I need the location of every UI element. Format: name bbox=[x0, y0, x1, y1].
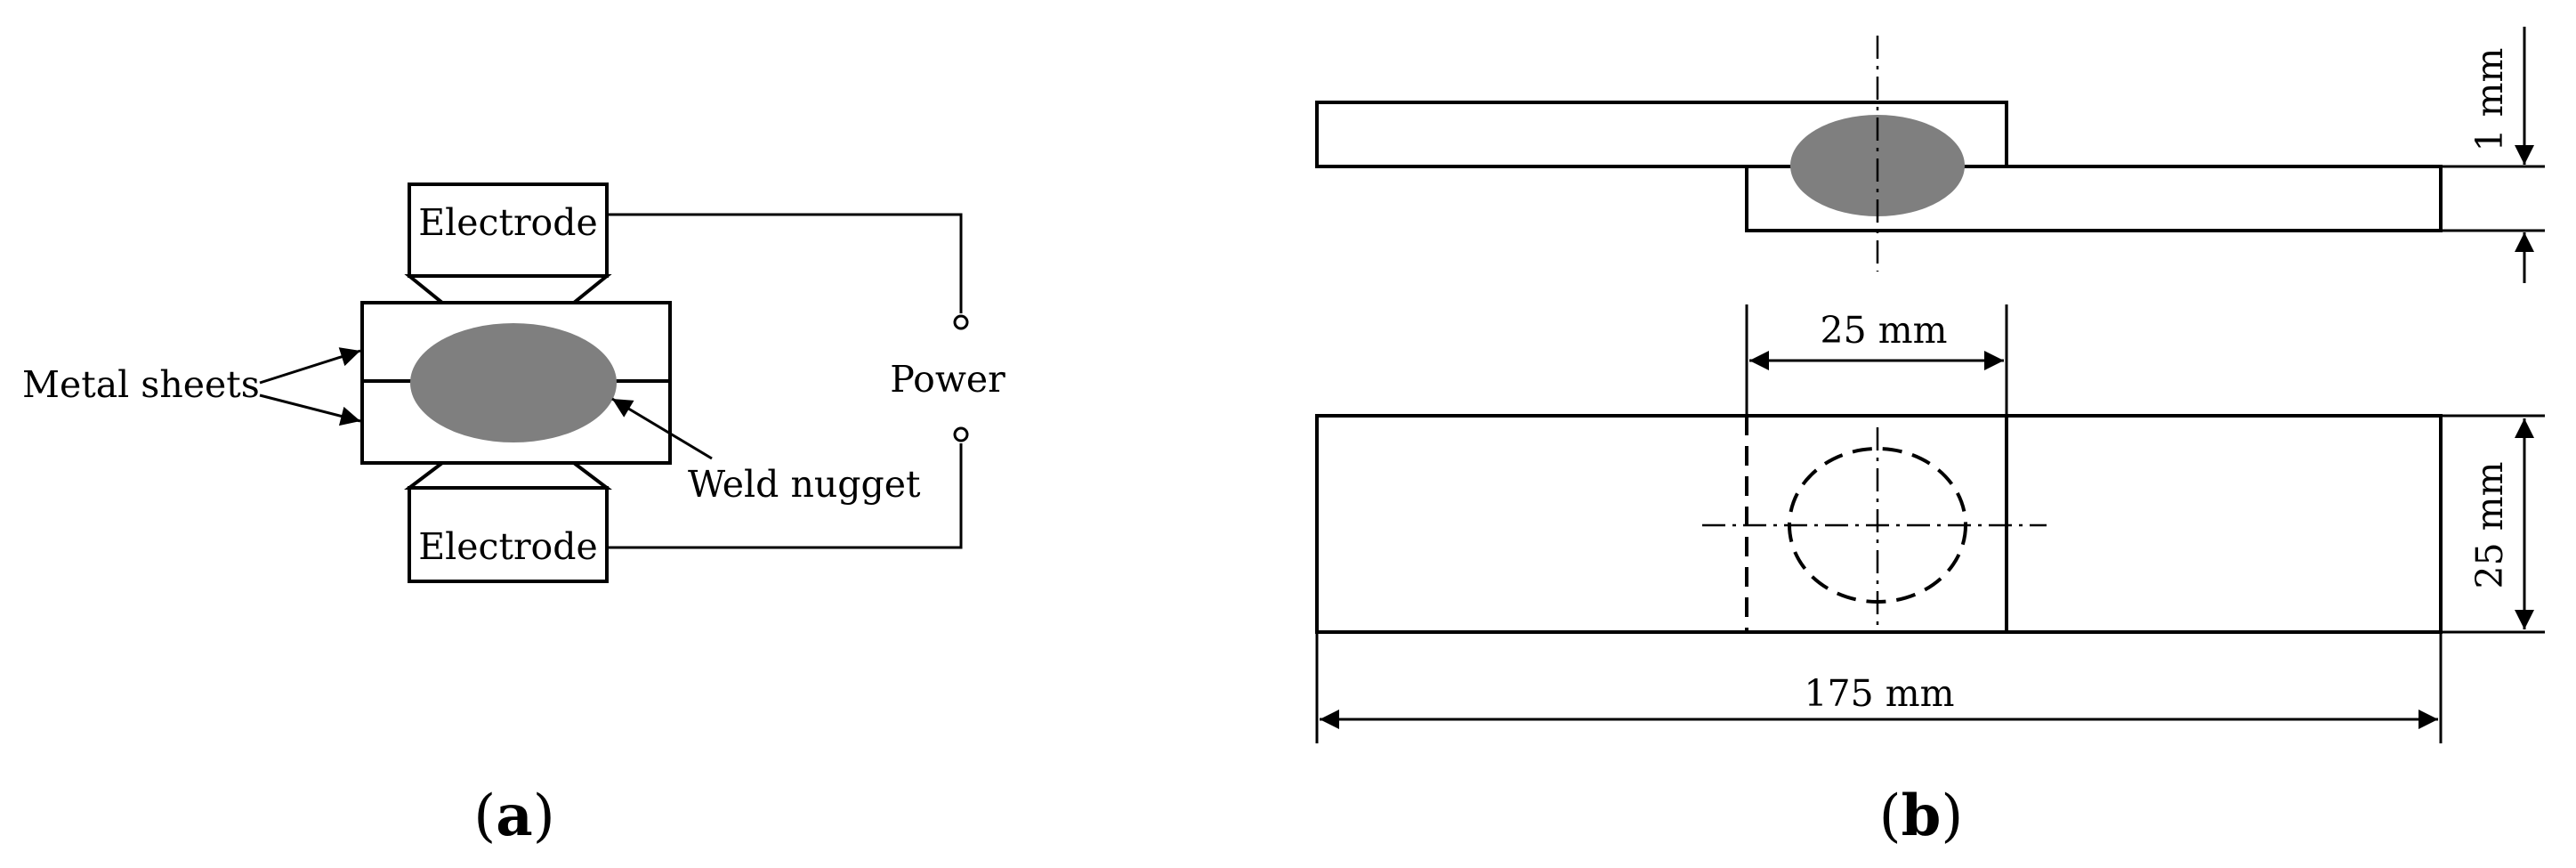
panel-b: 1 mm 25 mm 25 mm 175 mm bbox=[1315, 27, 2545, 849]
top-view: 25 mm 25 mm 175 mm bbox=[1315, 304, 2545, 743]
thickness-dim-label: 1 mm bbox=[2468, 48, 2511, 152]
power-terminal-bottom bbox=[953, 426, 969, 442]
caption-a-open: ( bbox=[473, 783, 496, 849]
weld-nugget bbox=[410, 323, 617, 442]
lower-sheet bbox=[1745, 165, 2443, 232]
bottom-electrode-label: Electrode bbox=[418, 525, 598, 568]
caption-a-close: ) bbox=[533, 783, 555, 849]
specimen-outline bbox=[1315, 414, 2443, 634]
metal-sheets-arrow-top bbox=[259, 347, 361, 385]
caption-b: (b) bbox=[1879, 783, 1964, 849]
power-label: Power bbox=[890, 358, 1005, 401]
bottom-electrode: Electrode bbox=[404, 461, 612, 583]
caption-b-close: ) bbox=[1941, 783, 1963, 849]
caption-a-letter: a bbox=[496, 783, 532, 849]
panel-a: Electrode Electrode Power Metal sheets W… bbox=[22, 183, 1005, 849]
side-view: 1 mm bbox=[1315, 27, 2545, 283]
caption-b-open: ( bbox=[1879, 783, 1902, 849]
caption-b-letter: b bbox=[1902, 783, 1942, 849]
power-wire-top bbox=[607, 213, 963, 313]
metal-sheets-label: Metal sheets bbox=[22, 363, 260, 406]
top-electrode-label: Electrode bbox=[418, 201, 598, 244]
power-terminal-top bbox=[953, 314, 969, 330]
overlap-dim-label: 25 mm bbox=[1821, 309, 1948, 352]
top-electrode: Electrode bbox=[404, 183, 612, 304]
caption-a: (a) bbox=[473, 783, 554, 849]
weld-nugget-label: Weld nugget bbox=[688, 463, 921, 506]
weld-nugget-arrow bbox=[611, 397, 713, 460]
length-dim-label: 175 mm bbox=[1804, 672, 1954, 715]
width-dim-label: 25 mm bbox=[2468, 462, 2511, 589]
power-wire-bottom bbox=[607, 443, 963, 549]
metal-sheets-arrow-bottom bbox=[259, 393, 361, 426]
upper-sheet bbox=[1315, 101, 2008, 168]
